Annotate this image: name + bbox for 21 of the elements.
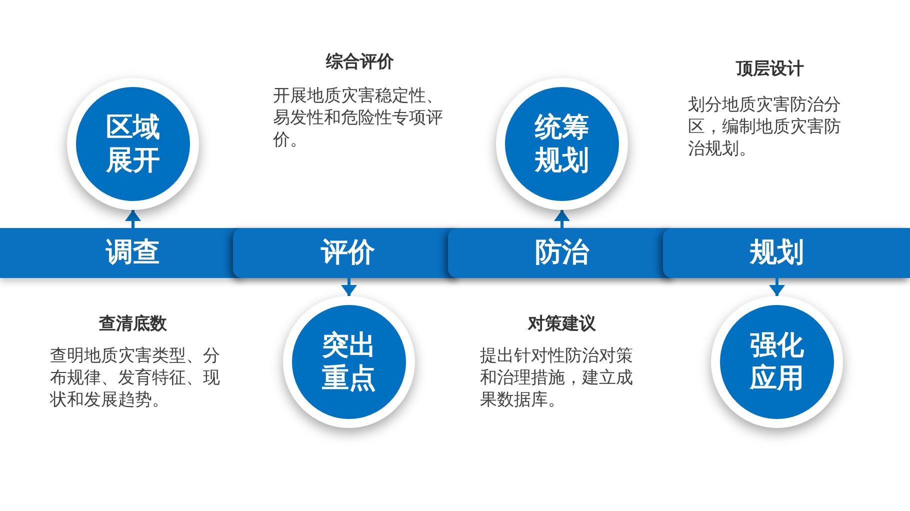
- step-label: 统筹规划: [534, 111, 590, 177]
- section-heading: 综合评价: [326, 52, 394, 72]
- stage-label: 评价: [321, 238, 375, 268]
- step-label: 区域展开: [104, 111, 161, 177]
- description-text: 开展地质灾害稳定性、易发性和危险性专项评价。: [273, 85, 444, 151]
- description-text: 划分地质灾害防治分区，编制地质灾害防治规划。: [688, 94, 842, 160]
- pointer-arrow: [125, 210, 141, 228]
- description-text: 提出针对性防治对策和治理措施，建立成果数据库。: [480, 345, 634, 411]
- stage-label: 规划: [750, 238, 804, 268]
- section-heading: 对策建议: [528, 314, 596, 334]
- pointer-arrow: [554, 210, 570, 228]
- stage-label: 防治: [535, 238, 589, 268]
- section-heading: 顶层设计: [736, 59, 804, 80]
- stage-label: 调查: [106, 238, 160, 268]
- timeline-segment: [663, 228, 910, 278]
- step-label: 强化应用: [748, 329, 805, 395]
- pointer-arrow: [341, 278, 357, 296]
- section-heading: 查清底数: [99, 314, 167, 334]
- description-text: 查明地质灾害类型、分布规律、发育特征、现状和发展趋势。: [50, 345, 221, 411]
- step-label: 突出重点: [321, 329, 377, 395]
- pointer-arrow: [769, 278, 785, 296]
